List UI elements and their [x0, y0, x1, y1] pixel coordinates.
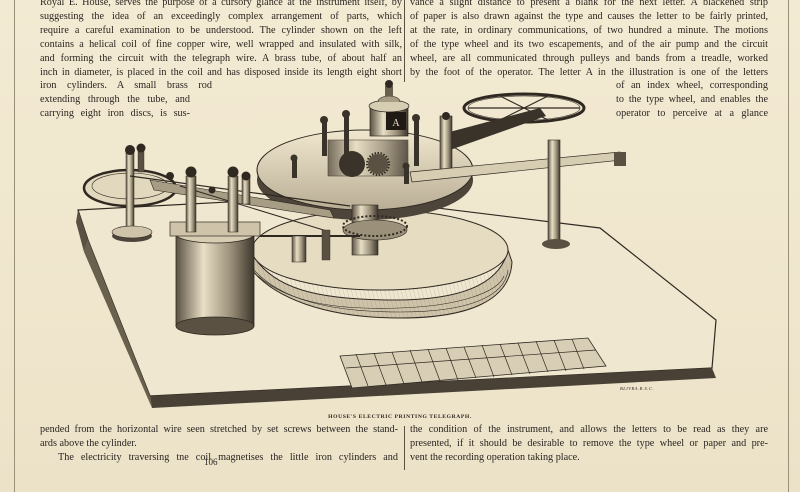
text-line: vance a slight distance to present a bla…	[410, 0, 768, 8]
left-page-edge	[14, 0, 15, 492]
telegraph-engraving: A	[76, 80, 717, 408]
text-line: extending through the tube, and	[40, 94, 190, 106]
text-line: by the foot of the operator. The letter …	[410, 66, 768, 78]
text-line: of an index wheel, corresponding	[616, 80, 768, 92]
keyboard-keys	[339, 337, 607, 389]
text-line: contains a helical coil of fine copper w…	[40, 38, 402, 50]
text-line: vent the recording operation taking plac…	[410, 451, 580, 463]
right-page-edge	[788, 0, 789, 492]
text-line: at the rate, in ordinary communications,…	[410, 24, 768, 36]
page-number: 106	[204, 457, 218, 467]
text-line: ards above the cylinder.	[40, 437, 137, 449]
wavy-platform	[245, 209, 513, 319]
text-line: to the type wheel, and enables the	[616, 94, 768, 106]
text-line: The electricity traversing tne coil magn…	[58, 451, 398, 463]
text-line: pended from the horizontal wire seen str…	[40, 424, 398, 435]
column-rule-bottom	[404, 426, 405, 470]
bottom-right-column: the condition of the instrument, and all…	[410, 423, 768, 465]
text-line: the condition of the instrument, and all…	[410, 424, 768, 435]
text-line: carrying eight iron discs, is sus-	[40, 108, 190, 120]
text-line: of the type wheel and its two escapement…	[410, 38, 768, 50]
index-letter: A	[392, 118, 400, 129]
text-line: iron cylinders. A small brass rod	[40, 80, 212, 92]
figure-caption: HOUSE'S ELECTRIC PRINTING TELEGRAPH.	[328, 414, 472, 420]
engraver-signature: BLIVRA.R.S.C.	[620, 386, 654, 391]
text-line: of paper is also drawn against the type …	[410, 10, 768, 22]
text-line: require a careful examination to be unde…	[40, 24, 402, 36]
text-line: presented, if it should be desirable to …	[410, 437, 768, 449]
text-line: and forming the circuit with the telegra…	[40, 52, 402, 64]
text-line: inch in diameter, is placed in the coil …	[40, 66, 402, 78]
center-tower: A	[327, 80, 410, 177]
coil-cylinder	[169, 221, 261, 336]
top-right-column: vance a slight distance to present a bla…	[410, 0, 768, 121]
standards-frame	[129, 143, 360, 263]
disk-pillars	[290, 110, 420, 184]
top-left-column: Royal E. House, serves the purpose of a …	[40, 0, 402, 121]
text-line: operator to perceive at a glance	[616, 108, 768, 120]
text-line: wheel, are all communicated through pull…	[410, 52, 768, 64]
column-rule-top	[404, 0, 405, 82]
bottom-left-column: pended from the horizontal wire seen str…	[40, 423, 398, 465]
text-line: Royal E. House, serves the purpose of a …	[40, 0, 402, 8]
right-wheel	[409, 92, 626, 249]
text-line: suggesting the idea of an exceedingly co…	[40, 10, 402, 22]
